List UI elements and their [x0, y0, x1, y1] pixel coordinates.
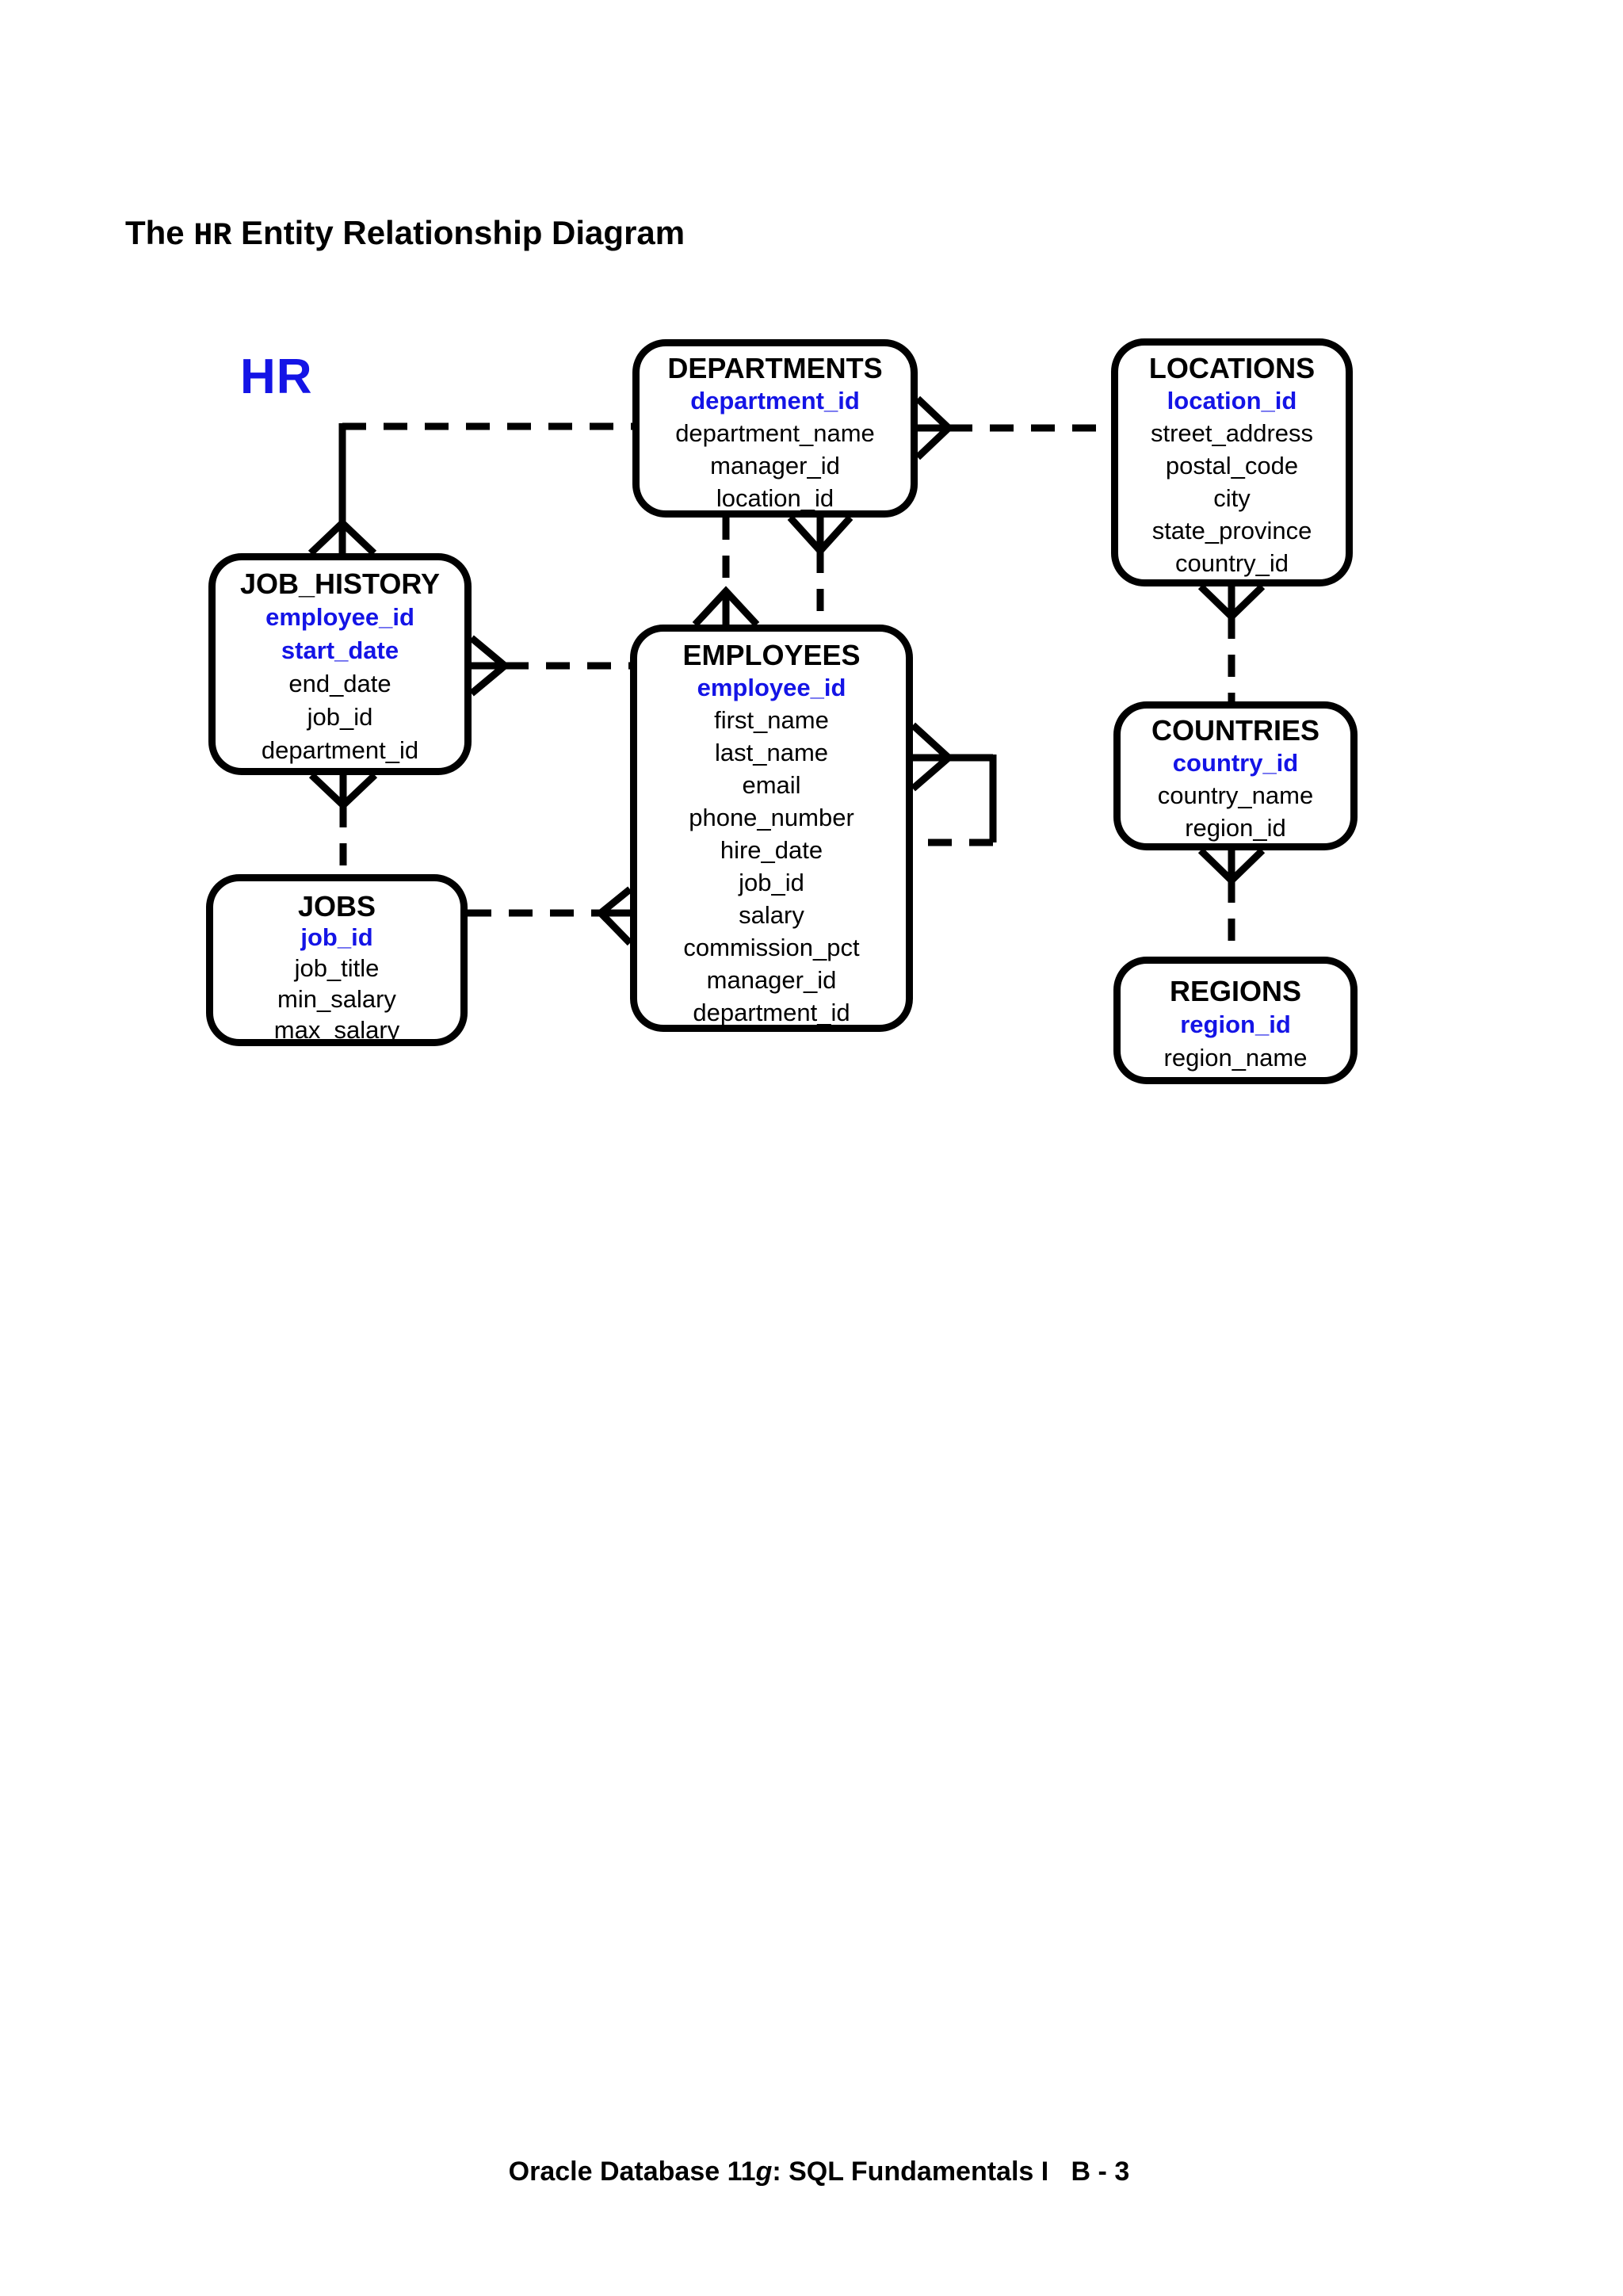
entity-title-locations: LOCATIONS — [1148, 352, 1316, 384]
attribute-max_salary: max_salary — [273, 1016, 400, 1044]
attribute-first_name: first_name — [714, 706, 829, 734]
attribute-pk-region_id: region_id — [1180, 1010, 1291, 1038]
attribute-list-regions: region_id region_name — [1121, 1008, 1350, 1075]
schema-label-hr: HR — [240, 350, 313, 404]
attribute-phone_number: phone_number — [689, 804, 854, 831]
attribute-street_address: street_address — [1150, 419, 1314, 447]
attribute-hire_date: hire_date — [720, 836, 823, 864]
attribute-country_name: country_name — [1157, 781, 1314, 809]
entity-job-history: JOB_HISTORY employee_id start_date end_dat… — [208, 553, 472, 775]
rel-job-history-jobs — [308, 772, 378, 874]
rel-departments-employees — [692, 518, 760, 628]
entity-jobs: JOBS job_id job_title min_salary max_salary — [206, 874, 468, 1046]
entity-title-departments: DEPARTMENTS — [667, 352, 883, 384]
attribute-location_id: location_id — [716, 484, 834, 512]
attribute-email: email — [742, 771, 801, 799]
attribute-pk-country_id: country_id — [1172, 749, 1299, 777]
attribute-manager_id: manager_id — [706, 966, 837, 994]
attribute-manager_id: manager_id — [710, 452, 840, 479]
rel-employees-departments — [787, 514, 854, 625]
attribute-department_id: department_id — [693, 999, 850, 1026]
page-title-hr-code: HR — [193, 219, 232, 254]
attribute-salary: salary — [739, 901, 804, 929]
attribute-region_name: region_name — [1163, 1044, 1308, 1072]
entity-employees: EMPLOYEES employee_id first_name last_name… — [630, 625, 913, 1032]
attribute-pk-employee_id: employee_id — [265, 603, 414, 631]
rel-jobs-employees — [468, 886, 633, 946]
entity-departments: DEPARTMENTS department_id department_name… — [632, 339, 918, 518]
rel-employees-self — [910, 722, 997, 846]
attribute-job_id: job_id — [739, 869, 804, 896]
entity-title-countries: COUNTRIES — [1151, 714, 1319, 747]
rel-job-history-employees — [469, 635, 630, 697]
attribute-job_id: job_id — [307, 703, 373, 731]
attribute-department_name: department_name — [675, 419, 875, 447]
footer-prefix: Oracle Database 11 — [508, 2157, 756, 2187]
entity-title-regions: REGIONS — [1169, 975, 1302, 1007]
attribute-state_province: state_province — [1151, 517, 1312, 544]
attribute-city: city — [1213, 484, 1251, 512]
page-title-prefix: The — [125, 214, 194, 251]
attribute-commission_pct: commission_pct — [683, 934, 860, 961]
page-title: The HR Entity Relationship Diagram — [125, 214, 685, 254]
attribute-pk-location_id: location_id — [1167, 387, 1297, 415]
attribute-pk-employee_id: employee_id — [697, 674, 846, 701]
attribute-postal_code: postal_code — [1165, 452, 1299, 479]
footer-g-italic: g — [755, 2157, 773, 2187]
rel-countries-regions — [1197, 847, 1266, 957]
attribute-region_id: region_id — [1185, 814, 1286, 842]
attribute-pk-start_date: start_date — [281, 636, 399, 664]
rel-departments-job-history — [307, 422, 632, 556]
rel-locations-countries — [1197, 583, 1266, 701]
attribute-job_title: job_title — [294, 954, 380, 982]
page-footer: Oracle Database 11g: SQL Fundamentals I … — [0, 2126, 1623, 2187]
attribute-last_name: last_name — [714, 739, 829, 766]
attribute-list-jobs: job_id job_title min_salary max_salary — [213, 922, 460, 1045]
entity-title-jobs: JOBS — [297, 890, 376, 923]
attribute-pk-job_id: job_id — [300, 923, 373, 951]
attribute-department_id: department_id — [261, 736, 419, 764]
entity-title-employees: EMPLOYEES — [682, 639, 861, 671]
attribute-end_date: end_date — [288, 670, 391, 697]
attribute-min_salary: min_salary — [277, 985, 396, 1013]
attribute-country_id: country_id — [1174, 549, 1289, 577]
attribute-pk-department_id: department_id — [690, 387, 860, 415]
entity-regions: REGIONS region_id region_name — [1113, 957, 1358, 1084]
entity-title-job-history: JOB_HISTORY — [239, 567, 441, 600]
attribute-list-countries: country_id country_name region_id — [1121, 747, 1350, 844]
entity-countries: COUNTRIES country_id country_name region_i… — [1113, 701, 1358, 850]
page-title-suffix: Entity Relationship Diagram — [231, 214, 685, 251]
rel-departments-locations — [915, 395, 1111, 460]
footer-suffix: : SQL Fundamentals I B - 3 — [772, 2157, 1130, 2187]
